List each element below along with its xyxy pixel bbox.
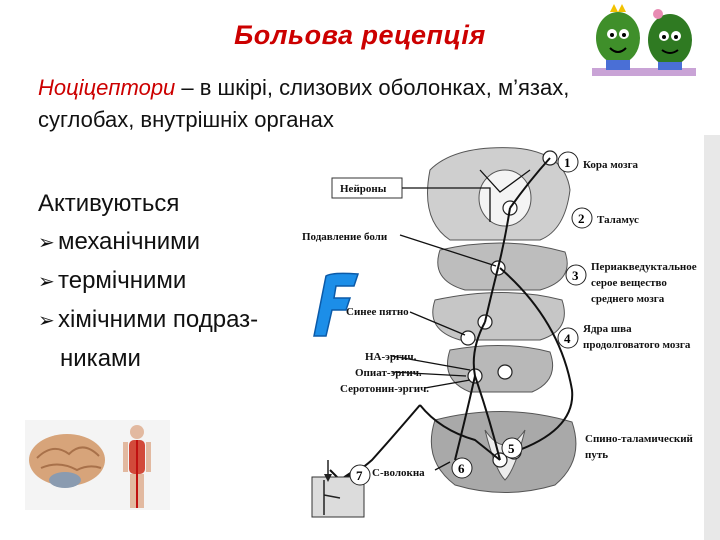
label-opiate-ergic: Опиат-эргич.: [355, 367, 422, 379]
side-strip: [704, 135, 720, 540]
slide-title: Больова рецепція: [234, 20, 486, 50]
label-blue-spot: Синее пятно: [346, 306, 409, 318]
bullet-thermal: термічними: [38, 262, 328, 301]
label-neurons: Нейроны: [340, 183, 387, 195]
label-c-fibers: С-волокна: [372, 467, 425, 479]
intro-rest: – в шкірі, слизових оболонках, м’язах, с…: [38, 75, 570, 132]
marker-num-5: 5: [508, 441, 515, 456]
label-spinothalamic-line1: Спино-таламический: [585, 433, 694, 445]
label-serotonin-ergic: Серотонин-эргич.: [340, 383, 429, 395]
bullet-chemical-continuation: никами: [60, 345, 141, 372]
pain-pathway-diagram: Нейроны Подавление боли Синее пятно НА-э…: [302, 147, 697, 518]
bullet-mechanical: механічними: [38, 223, 328, 262]
label-pain-suppression: Подавление боли: [302, 231, 388, 243]
numbered-markers: 1 2 3 4 5 6 7: [349, 151, 593, 486]
label-na-ergic: НА-эргич.: [365, 351, 417, 363]
label-cortex: Кора мозга: [583, 159, 639, 171]
label-thalamus: Таламус: [597, 214, 639, 226]
label-pointer-lines: [391, 234, 497, 471]
label-raphe-line1: Ядра шва: [583, 323, 632, 335]
intro-text: Ноціцептори – в шкірі, слизових оболонка…: [38, 72, 638, 136]
toy-figures-image: [592, 4, 696, 76]
label-pag-line1: Периакведуктальное: [591, 261, 697, 273]
marker-num-6: 6: [458, 461, 465, 476]
marker-num-7: 7: [356, 468, 363, 483]
pons-section: [432, 292, 565, 341]
f-logo-icon: [313, 272, 360, 337]
label-pag-line3: среднего мозга: [591, 293, 665, 305]
label-spinothalamic-line2: путь: [585, 449, 608, 461]
intro-term: Ноціцептори: [38, 75, 176, 100]
activation-list: Активуються механічними термічними хіміч…: [38, 185, 328, 378]
marker-num-1: 1: [564, 155, 571, 170]
activation-heading: Активуються: [38, 190, 180, 217]
marker-num-3: 3: [572, 268, 579, 283]
marker-num-2: 2: [578, 211, 585, 226]
marker-num-4: 4: [564, 331, 571, 346]
label-raphe-line2: продолговатого мозга: [583, 339, 691, 351]
brain-body-illustration: [25, 420, 170, 510]
bullet-chemical: хімічними подраз-: [38, 301, 328, 340]
label-pag-line2: серое вещество: [591, 277, 667, 289]
